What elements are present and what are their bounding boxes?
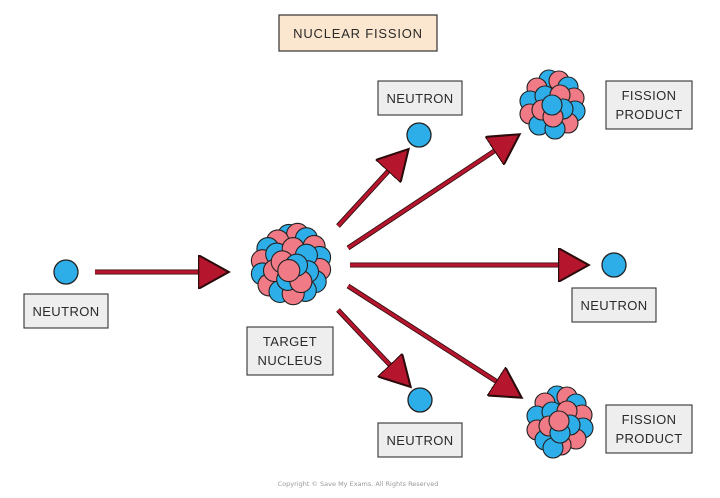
arrow-to-fission-product-top <box>347 138 514 250</box>
fission-product-top-label: FISSION PRODUCT <box>605 80 693 130</box>
fission-product-bottom <box>526 385 594 459</box>
title-box: NUCLEAR FISSION <box>278 14 438 52</box>
copyright-text: Copyright © Save My Exams. All Rights Re… <box>278 480 439 488</box>
svg-text:NEUTRON: NEUTRON <box>386 433 453 448</box>
incoming-neutron-label: NEUTRON <box>23 293 109 329</box>
incoming-neutron <box>53 259 79 285</box>
title: NUCLEAR FISSION <box>293 26 423 41</box>
svg-text:NUCLEUS: NUCLEUS <box>258 353 323 368</box>
proton-sphere <box>277 259 301 283</box>
arrow-to-neutron-bottom <box>336 308 406 382</box>
svg-text:TARGET: TARGET <box>263 334 317 349</box>
svg-text:FISSION: FISSION <box>622 88 677 103</box>
arrow-to-fission-product-bottom <box>347 284 516 394</box>
neutron-top <box>406 122 432 148</box>
svg-text:NEUTRON: NEUTRON <box>386 91 453 106</box>
neutron-bottom-label: NEUTRON <box>377 422 463 458</box>
neutron-top-label: NEUTRON <box>377 80 463 116</box>
svg-text:PRODUCT: PRODUCT <box>615 107 682 122</box>
svg-text:NEUTRON: NEUTRON <box>32 304 99 319</box>
svg-text:FISSION: FISSION <box>622 412 677 427</box>
proton-sphere <box>548 410 570 432</box>
neutron-bottom <box>407 387 433 413</box>
outgoing-arrows <box>336 138 582 394</box>
neutron-right <box>601 252 627 278</box>
svg-text:PRODUCT: PRODUCT <box>615 431 682 446</box>
svg-text:NEUTRON: NEUTRON <box>580 298 647 313</box>
arrow-to-neutron-top <box>336 154 404 228</box>
target-nucleus <box>250 222 332 306</box>
neutron-right-label: NEUTRON <box>571 287 657 323</box>
target-nucleus-label: TARGET NUCLEUS <box>246 326 334 376</box>
fission-product-bottom-label: FISSION PRODUCT <box>605 404 693 454</box>
neutron-sphere <box>541 94 563 116</box>
fission-product-top <box>519 69 586 140</box>
